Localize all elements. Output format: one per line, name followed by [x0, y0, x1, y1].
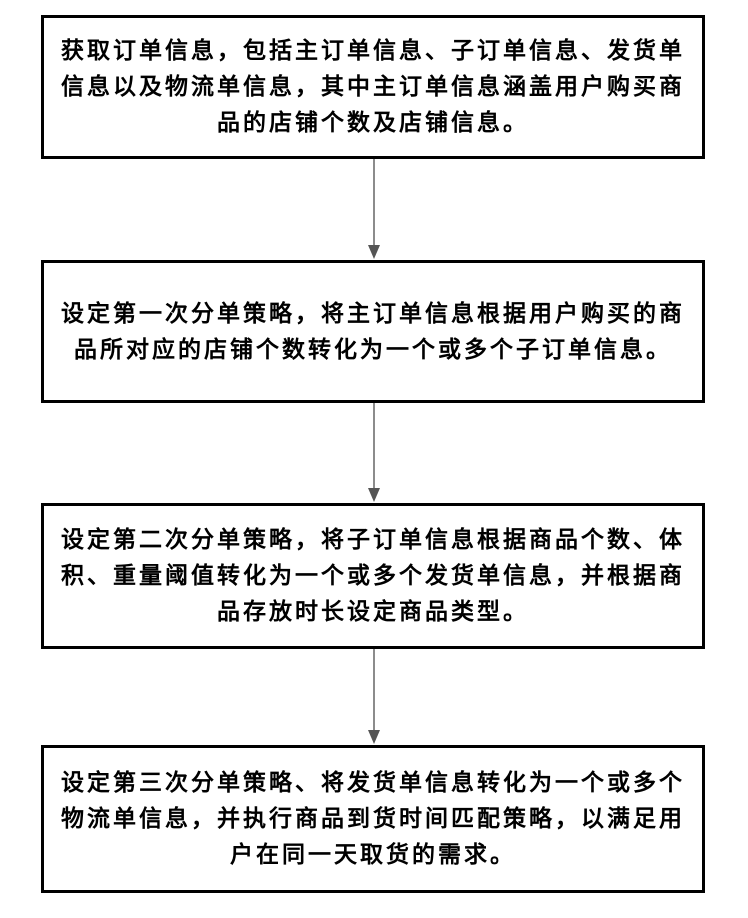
- step-3-box: 设定第二次分单策略，将子订单信息根据商品个数、体积、重量阈值转化为一个或多个发货…: [41, 503, 705, 649]
- step-2-text: 设定第一次分单策略，将主订单信息根据用户购买的商品所对应的店铺个数转化为一个或多…: [56, 296, 690, 368]
- step-2-box: 设定第一次分单策略，将主订单信息根据用户购买的商品所对应的店铺个数转化为一个或多…: [41, 260, 705, 403]
- step-3-text: 设定第二次分单策略，将子订单信息根据商品个数、体积、重量阈值转化为一个或多个发货…: [56, 522, 690, 630]
- arrow-2-icon: [365, 403, 383, 503]
- step-4-text: 设定第三次分单策略、将发货单信息转化为一个或多个物流单信息，并执行商品到货时间匹…: [56, 765, 690, 873]
- step-1-text: 获取订单信息，包括主订单信息、子订单信息、发货单信息以及物流单信息，其中主订单信…: [56, 33, 690, 141]
- arrow-3-icon: [365, 649, 383, 745]
- arrow-1-icon: [365, 159, 383, 260]
- step-4-box: 设定第三次分单策略、将发货单信息转化为一个或多个物流单信息，并执行商品到货时间匹…: [41, 745, 705, 893]
- step-1-box: 获取订单信息，包括主订单信息、子订单信息、发货单信息以及物流单信息，其中主订单信…: [41, 15, 705, 159]
